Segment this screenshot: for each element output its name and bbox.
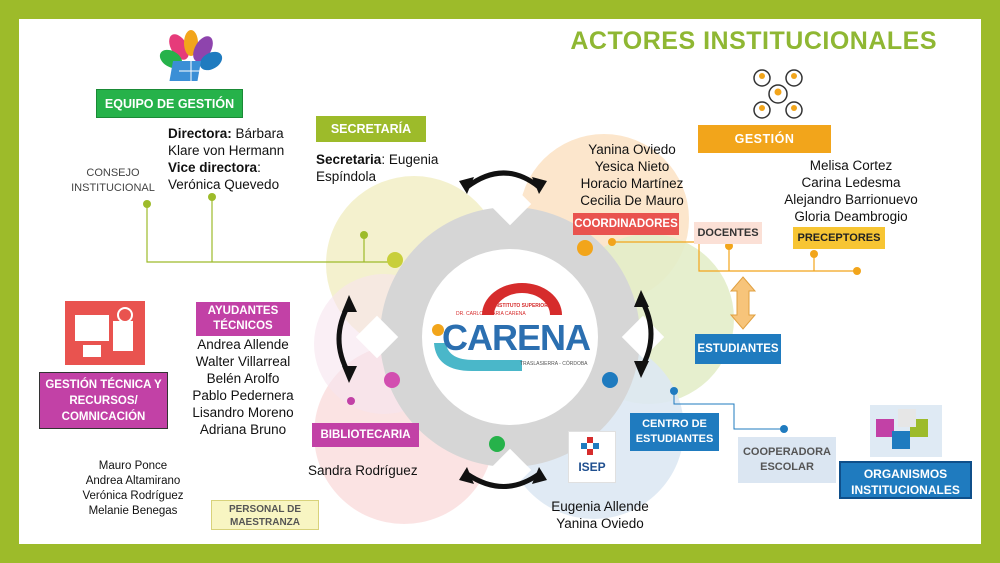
list-item: Horacio Martínez — [580, 176, 684, 191]
directora-name-2: Klare von Hermann — [168, 143, 285, 158]
maestranza-names: Mauro Ponce Andrea Altamirano Verónica R… — [73, 459, 193, 519]
coordinadores-names: Yanina Oviedo Yesica Nieto Horacio Martí… — [567, 141, 697, 209]
gestion-tecnica-line3: COMNICACIÓN — [61, 411, 146, 423]
list-item: Gloria Deambrogio — [794, 209, 908, 224]
logo-brand: CARENA — [442, 317, 591, 358]
list-item: Carina Ledesma — [801, 175, 901, 190]
vice-colon: : — [257, 160, 261, 175]
list-item: Belén Arolfo — [206, 371, 280, 386]
isep-label: ISEP — [578, 460, 606, 474]
isep-mark-icon — [581, 437, 599, 455]
centro-names: Eugenia Allende Yanina Oviedo — [540, 498, 660, 532]
arrow-bottom-icon — [464, 471, 542, 489]
equipo-gestion-tag: EQUIPO DE GESTIÓN — [96, 89, 243, 118]
organismos-line2: INSTITUCIONALES — [851, 483, 960, 497]
connector-lines-green — [146, 197, 392, 263]
connector-lines-blue — [673, 391, 784, 430]
secretaria-role: Secretaria — [316, 152, 382, 167]
carena-logo: INSTITUTO SUPERIOR DR. CARLOS MARIA CARE… — [422, 267, 598, 397]
ayudantes-line1: AYUDANTES — [207, 305, 279, 317]
list-item: Adriana Bruno — [199, 422, 287, 437]
people-network-icon — [753, 69, 803, 119]
center-disc — [422, 249, 598, 425]
centro-line2: ESTUDIANTES — [635, 433, 714, 445]
gestion-academica-names: Melisa Cortez Carina Ledesma Alejandro B… — [756, 157, 946, 225]
isep-logo: ISEP — [568, 431, 616, 483]
estudiantes-tag: ESTUDIANTES — [695, 334, 781, 364]
list-item: Pablo Pedernera — [192, 388, 294, 403]
list-item: Melisa Cortez — [809, 158, 893, 173]
page-title: ACTORES INSTITUCIONALES — [570, 27, 937, 55]
consejo-line2: INSTITUCIONAL — [71, 182, 155, 194]
cooperadora-tag: COOPERADORA ESCOLAR — [738, 437, 836, 483]
dot-coordinadores — [577, 240, 593, 256]
ayudantes-line2: TÉCNICOS — [213, 320, 273, 332]
gestion-tecnica-line2: RECURSOS/ — [69, 395, 138, 407]
cooperadora-line2: ESCOLAR — [760, 461, 814, 473]
secretaria-block: Secretaria: Eugenia Espíndola — [316, 151, 438, 185]
list-item: Lisandro Moreno — [192, 405, 294, 420]
puzzle-icon — [870, 405, 942, 457]
list-item: Verónica Rodríguez — [82, 490, 184, 502]
list-item: Yanina Oviedo — [588, 142, 676, 157]
gestion-academica-tag: GESTIÓN ACADÉMICA — [698, 125, 831, 174]
vice-label: Vice directora — [168, 160, 258, 175]
list-item: Melanie Benegas — [88, 505, 178, 517]
ayudantes-names: Andrea Allende Walter Villarreal Belén A… — [178, 336, 308, 438]
dot-bottom — [489, 436, 505, 452]
centro-line1: CENTRO DE — [642, 418, 707, 430]
organismos-line1: ORGANISMOS — [863, 467, 948, 481]
dot-biblioteca — [384, 372, 400, 388]
ayudantes-tag: AYUDANTES TÉCNICOS — [196, 302, 290, 336]
list-item: Walter Villarreal — [195, 354, 291, 369]
directora-label: Directora: — [168, 126, 232, 141]
secretaria-name-1: : Eugenia — [381, 152, 439, 167]
logo-shapes — [432, 283, 562, 371]
double-arrow-icon — [729, 276, 757, 330]
consejo-line1: CONSEJO — [86, 167, 140, 179]
list-item: Andrea Allende — [197, 337, 289, 352]
maestranza-tag: PERSONAL DE MAESTRANZA — [211, 500, 319, 530]
docentes-tag: DOCENTES — [694, 222, 762, 244]
secretaria-name-2: Espíndola — [316, 169, 377, 184]
gestion-tecnica-line1: GESTIÓN TÉCNICA Y — [45, 379, 162, 391]
tech-devices-icon — [65, 301, 145, 365]
list-item: Yanina Oviedo — [556, 516, 644, 531]
maestranza-line2: MAESTRANZA — [230, 517, 300, 528]
list-item: Mauro Ponce — [98, 460, 168, 472]
directora-block: Directora: Bárbara Klare von Hermann Vic… — [168, 125, 284, 193]
list-item: Cecilia De Mauro — [580, 193, 684, 208]
slide: ACTORES INSTITUCIONALES — [19, 19, 981, 544]
list-item: Eugenia Allende — [551, 499, 649, 514]
list-item: Alejandro Barrionuevo — [784, 192, 918, 207]
cycle-diagram — [143, 134, 861, 524]
vice-name: Verónica Quevedo — [168, 177, 280, 192]
gestion-tecnica-tag: GESTIÓN TÉCNICA Y RECURSOS/ COMNICACIÓN — [39, 372, 168, 429]
consejo-label: CONSEJO INSTITUCIONAL — [63, 166, 163, 196]
list-item: Andrea Altamirano — [85, 475, 181, 487]
bibliotecaria-name: Sandra Rodríguez — [308, 463, 418, 478]
logo-arc-text: DR. CARLOS MARIA CARENA — [456, 311, 526, 317]
preceptores-tag: PRECEPTORES — [793, 227, 885, 249]
cooperadora-line1: COOPERADORA — [742, 446, 831, 458]
coordinadores-tag: COORDINADORES — [573, 213, 679, 235]
logo-top-text: INSTITUTO SUPERIOR — [494, 303, 548, 309]
flower-logo-icon — [159, 30, 223, 81]
dot-estudiantes — [602, 372, 618, 388]
dot-secretaria — [387, 252, 403, 268]
bibliotecaria-tag: BIBLIOTECARIA — [312, 423, 419, 447]
secretaria-tag: SECRETARÍA — [316, 116, 426, 142]
logo-bottom-text: TRASLASIERRA - CÓRDOBA — [520, 361, 588, 367]
organismos-tag: ORGANISMOS INSTITUCIONALES — [839, 461, 972, 499]
arrow-top-icon — [464, 170, 542, 190]
centro-estudiantes-tag: CENTRO DE ESTUDIANTES — [630, 413, 719, 451]
directora-name-1: Bárbara — [235, 126, 284, 141]
maestranza-line1: PERSONAL DE — [228, 504, 302, 515]
gear-notch-left — [355, 315, 399, 359]
list-item: Yesica Nieto — [594, 159, 670, 174]
